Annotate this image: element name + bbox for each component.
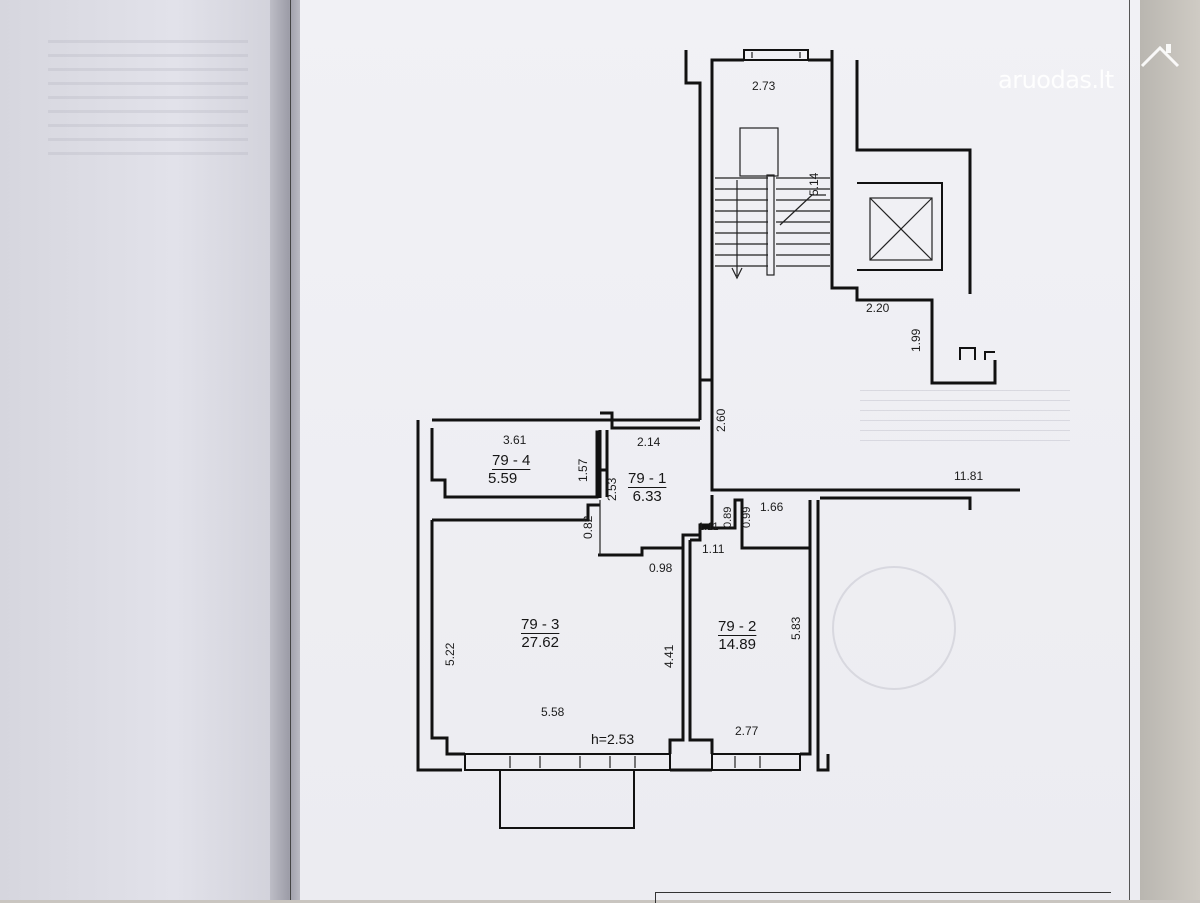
dim-room3-inner: 4.41: [662, 644, 676, 668]
dim-room3-height: 5.22: [443, 642, 457, 666]
bleed-through-table: [860, 390, 1070, 450]
room3-walls: [430, 503, 600, 756]
room-label-79-2: 79 - 2 14.89: [714, 618, 760, 654]
house-roof-icon: [1140, 44, 1180, 68]
room-id: 79 - 1: [628, 470, 667, 487]
room-id: 79 - 3: [521, 616, 560, 633]
room-area: 5.59: [488, 470, 518, 487]
room3-right-wall: [668, 548, 685, 754]
dim-room2-bottom: 2.77: [735, 724, 759, 738]
stairwell-outer-right: [830, 50, 972, 294]
dim-room2-top: 1.66: [760, 500, 784, 514]
right-book-page: [290, 0, 1150, 903]
stair-handrail: [766, 174, 775, 276]
room-label-79-1: 79 - 1 6.33: [624, 470, 670, 506]
stair-landing: [739, 127, 779, 177]
lift-car: [869, 197, 933, 261]
dim-hall-jog: 0.82: [581, 515, 595, 539]
room-id: 79 - 4: [492, 452, 531, 469]
room-area: 14.89: [718, 636, 756, 653]
room3-window: [464, 753, 671, 771]
hall-walls: [597, 430, 609, 498]
dim-room4-width: 3.61: [503, 433, 527, 447]
dim-hall-width: 2.14: [637, 435, 661, 449]
room4-walls: [416, 420, 600, 772]
dim-room4-height: 1.57: [576, 458, 590, 482]
stairwell-wall-right: [808, 58, 997, 385]
paper-edge: [1140, 0, 1200, 900]
room-area: 27.62: [521, 634, 559, 651]
watermark-text: aruodas.lt: [998, 66, 1114, 94]
stair-treads: [715, 177, 830, 267]
corridor-wall-right: [698, 380, 1020, 510]
corridor-top-wall: [432, 411, 700, 430]
dim-lift-side: 1.99: [909, 328, 923, 352]
dim-door-jog: 0.98: [649, 561, 673, 575]
bleed-through-text: [48, 40, 248, 160]
lift-notch: [959, 347, 995, 360]
right-wing-wall: [670, 500, 830, 772]
room-label-79-4: 79 - 4 5.59: [488, 452, 534, 488]
balcony: [499, 770, 635, 829]
lift-shaft: [857, 182, 943, 271]
room-label-79-3: 79 - 3 27.62: [517, 616, 563, 652]
dim-niche-c: 0.99: [741, 506, 753, 528]
dim-niche-a: 1.11: [698, 521, 719, 533]
hall-bottom: [598, 495, 714, 557]
dim-stair-length: 5.14: [807, 172, 821, 196]
room-area: 6.33: [632, 488, 662, 505]
room-id: 79 - 2: [718, 618, 757, 635]
dim-niche-b: 0.89: [722, 506, 734, 528]
dim-lift-width: 2.20: [866, 301, 890, 315]
ceiling-height-note: h=2.53: [591, 731, 635, 747]
stair-window: [743, 49, 809, 61]
room2-window: [711, 753, 801, 771]
book-gutter: [270, 0, 304, 900]
window-mullions: [509, 52, 801, 768]
page-border: [290, 0, 1130, 900]
stairwell-wall-left: [684, 50, 744, 382]
dim-niche-d: 1.11: [702, 542, 725, 556]
dim-room2-height: 5.83: [789, 616, 803, 640]
dim-hall-height: 2.53: [605, 477, 619, 501]
dim-room3-width: 5.58: [541, 705, 565, 719]
bleed-through-stamp: [832, 566, 956, 690]
dim-corridor-length: 11.81: [954, 469, 984, 483]
room2-walls: [688, 498, 812, 756]
bottom-frame: [655, 892, 1111, 903]
left-book-page: [0, 0, 292, 900]
dim-stair-top: 2.73: [752, 79, 776, 93]
dim-corridor-height: 2.60: [714, 408, 728, 432]
